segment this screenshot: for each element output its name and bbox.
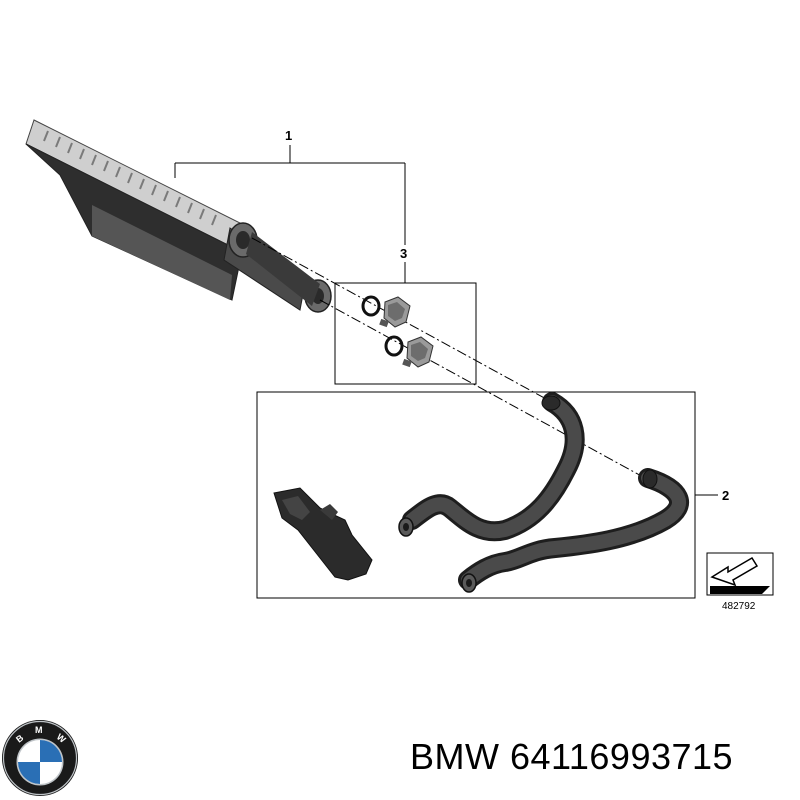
alignment-lines — [251, 237, 646, 479]
reference-number: 482792 — [722, 601, 756, 612]
o-ring-seal-lower — [384, 335, 404, 357]
callout-label-2: 2 — [722, 488, 729, 503]
retaining-clip-upper — [379, 296, 411, 328]
heater-core — [25, 119, 332, 313]
bmw-logo-letter-b: B — [14, 732, 26, 744]
bmw-logo-letter-m: M — [35, 725, 43, 735]
hose-end-fittings — [398, 395, 658, 593]
part-identification: BMW 64116993715 — [410, 736, 733, 778]
hose-bracket — [273, 487, 373, 581]
retaining-clip-lower — [402, 336, 434, 368]
callout-1-leader — [174, 145, 406, 245]
bmw-logo: B M W — [2, 720, 78, 796]
reference-arrow-icon — [706, 552, 774, 596]
brand-name: BMW — [410, 736, 500, 777]
callout-label-3: 3 — [400, 246, 407, 261]
o-ring-seal-upper — [361, 295, 381, 317]
part-number: 64116993715 — [510, 736, 734, 777]
callout-label-1: 1 — [285, 128, 292, 143]
part-3-box — [334, 282, 477, 385]
heater-hose-assembly — [402, 392, 689, 590]
